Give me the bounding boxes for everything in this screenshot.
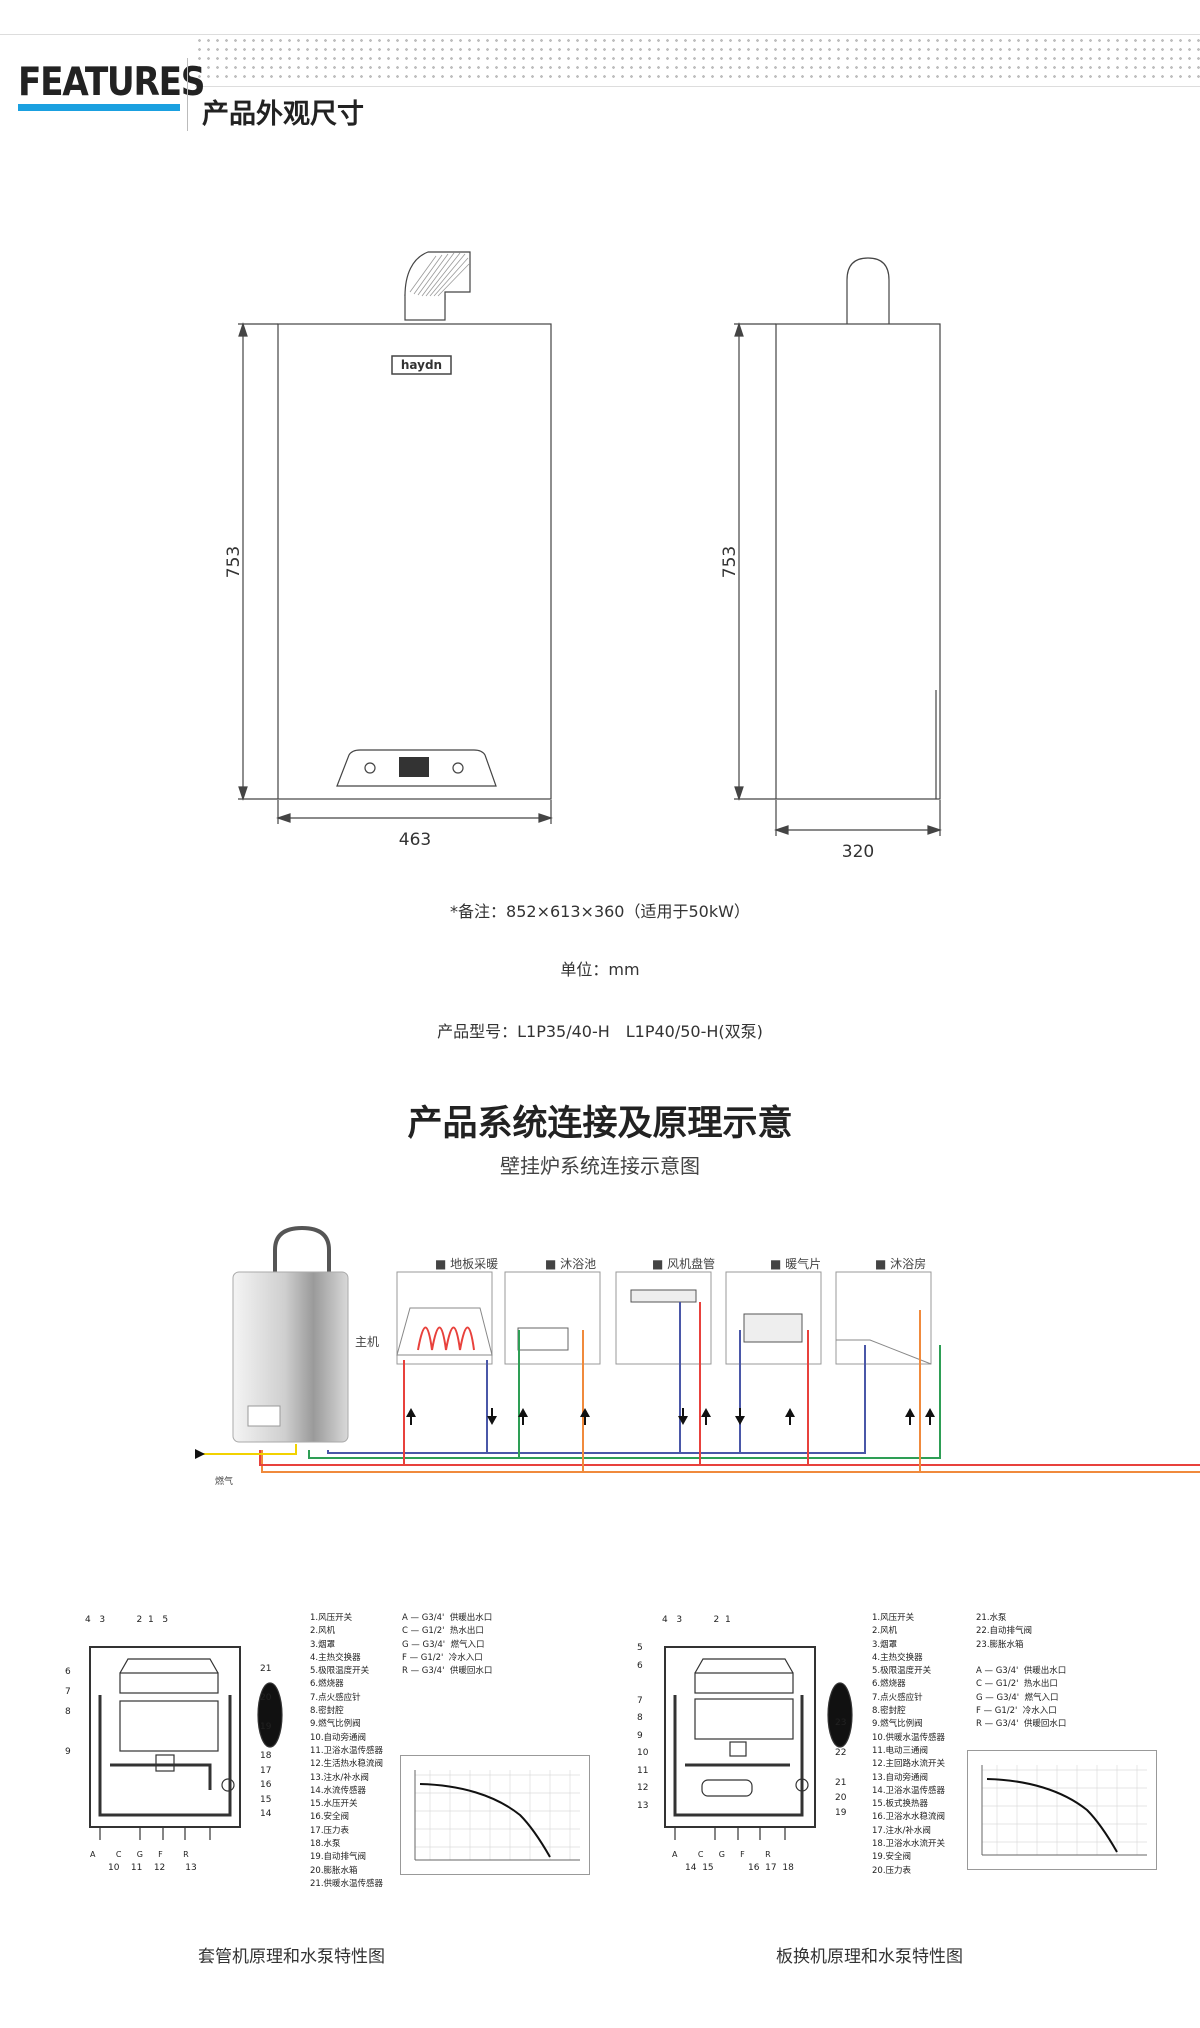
boiler-front-body	[277, 323, 552, 800]
header-bottom-line	[195, 86, 1200, 87]
system-connection-diagram	[195, 1225, 1200, 1473]
right-port-letters: A C G F R	[672, 1850, 771, 1859]
left-callout-numbers: 4 3 2 1 5	[85, 1615, 169, 1625]
section-subtitle-system: 壁挂炉系统连接示意图	[500, 1154, 700, 1178]
right-callout-bottom: 14 15 16 17 18	[685, 1863, 794, 1873]
side-height-label: 753	[720, 545, 741, 579]
right-caption: 板换机原理和水泵特性图	[776, 1947, 963, 1967]
brand-logo-text: haydn	[400, 358, 443, 372]
left-pump-curve	[419, 1783, 551, 1858]
features-accent-bar	[18, 104, 180, 111]
left-legend-ports: A — G3/4' 供暖出水口 C — G1/2' 热水出口 G — G3/4'…	[402, 1613, 493, 1677]
left-callout-bottom: 10 11 12 13	[108, 1863, 197, 1873]
right-pump-curve	[986, 1778, 1118, 1853]
shower-floor	[836, 1339, 932, 1365]
floor-heating-unit	[396, 1307, 493, 1356]
host-label: 主机	[355, 1335, 380, 1349]
flue-elbow	[404, 251, 471, 300]
host-flue	[273, 1225, 331, 1272]
left-port-letters: A C G F R	[90, 1850, 189, 1859]
pipe-gas	[200, 1444, 297, 1455]
right-heat-exchanger	[694, 1672, 794, 1694]
left-knob	[364, 762, 376, 774]
side-flue	[846, 257, 890, 324]
header-dot-pattern	[195, 36, 1200, 80]
left-caption: 套管机原理和水泵特性图	[198, 1947, 385, 1967]
right-expansion-tank	[827, 1682, 853, 1748]
pipe-blue	[327, 1345, 866, 1454]
pipe-green	[308, 1345, 941, 1459]
side-view-drawing	[734, 257, 942, 836]
gas-inlet-arrow	[195, 1449, 205, 1459]
left-heat-exchanger	[119, 1672, 219, 1694]
right-knob	[452, 762, 464, 774]
pipe-orange	[261, 1450, 1200, 1473]
left-pump-curve-chart	[400, 1755, 590, 1875]
right-pump-curve-chart	[967, 1750, 1157, 1870]
left-principle-drawing	[89, 1646, 283, 1840]
room-fan-coil	[615, 1271, 712, 1365]
front-view-drawing	[238, 251, 553, 824]
section-title-system: 产品系统连接及原理示意	[407, 1104, 793, 1144]
room-label-shower: ■ 沐浴房	[875, 1257, 927, 1271]
right-flue-hood	[694, 1658, 794, 1674]
left-gas-valve	[155, 1754, 175, 1772]
left-callout-side: 6 7 8 9	[65, 1667, 71, 1757]
front-width-label: 463	[398, 830, 432, 850]
right-combustion-chamber	[694, 1698, 794, 1740]
left-flue-hood	[119, 1658, 219, 1674]
left-legend-parts: 1.风压开关 2.风机 3.烟罩 4.主热交换器 5.极限温度开关 6.燃烧器 …	[310, 1613, 384, 1889]
section-title-dimensions: 产品外观尺寸	[202, 99, 364, 130]
room-label-fan-coil: ■ 风机盘管	[652, 1257, 716, 1271]
right-callout-right: 23 22 21 20 19	[835, 1718, 847, 1818]
unit-note: 单位：mm	[560, 960, 640, 979]
fan-coil-unit	[630, 1289, 697, 1303]
right-legend-parts: 1.风压开关 2.风机 3.烟罩 4.主热交换器 5.极限温度开关 6.燃烧器 …	[872, 1613, 946, 1876]
boiler-side-body	[775, 323, 941, 800]
right-gas-valve	[729, 1741, 747, 1757]
front-height-label: 753	[224, 545, 245, 579]
display-screen	[399, 757, 429, 777]
right-legend-ports: A — G3/4' 供暖出水口 C — G1/2' 热水出口 G — G3/4'…	[976, 1666, 1067, 1730]
right-legend-parts-extra: 21.水泵 22.自动排气阀 23.膨胀水箱	[976, 1613, 1033, 1650]
right-plate-exchanger	[701, 1779, 753, 1797]
left-expansion-tank	[257, 1682, 283, 1748]
header-top-line	[0, 34, 1200, 35]
dimension-note: *备注：852×613×360（适用于50kW）	[450, 902, 750, 921]
right-casing	[664, 1646, 816, 1828]
room-label-radiator: ■ 暖气片	[770, 1257, 822, 1271]
room-label-floor-heating: ■ 地板采暖	[435, 1257, 499, 1271]
left-combustion-chamber	[119, 1700, 219, 1752]
room-shower	[835, 1271, 932, 1365]
host-boiler	[232, 1271, 349, 1443]
floor-heating-coil	[417, 1326, 475, 1351]
dimension-drawings	[238, 251, 942, 836]
bath-tub	[517, 1327, 569, 1351]
right-principle-drawing	[664, 1646, 853, 1840]
left-callout-right: 21 20 19 18 17 16 15 14	[260, 1664, 272, 1819]
right-callout-numbers: 4 3 2 1	[662, 1615, 731, 1625]
left-casing	[89, 1646, 241, 1828]
side-depth-label: 320	[841, 842, 875, 862]
brand-plate	[391, 355, 452, 375]
header-divider	[187, 58, 188, 131]
radiator-unit	[743, 1313, 803, 1343]
model-note: 产品型号：L1P35/40-H L1P40/50-H(双泵)	[437, 1022, 763, 1041]
host-display	[247, 1405, 281, 1427]
room-label-bath-pool: ■ 沐浴池	[545, 1257, 597, 1271]
gas-label: 燃气	[215, 1477, 234, 1487]
right-callout-side: 5 6 7 8 9 10 11 12 13	[637, 1643, 649, 1811]
